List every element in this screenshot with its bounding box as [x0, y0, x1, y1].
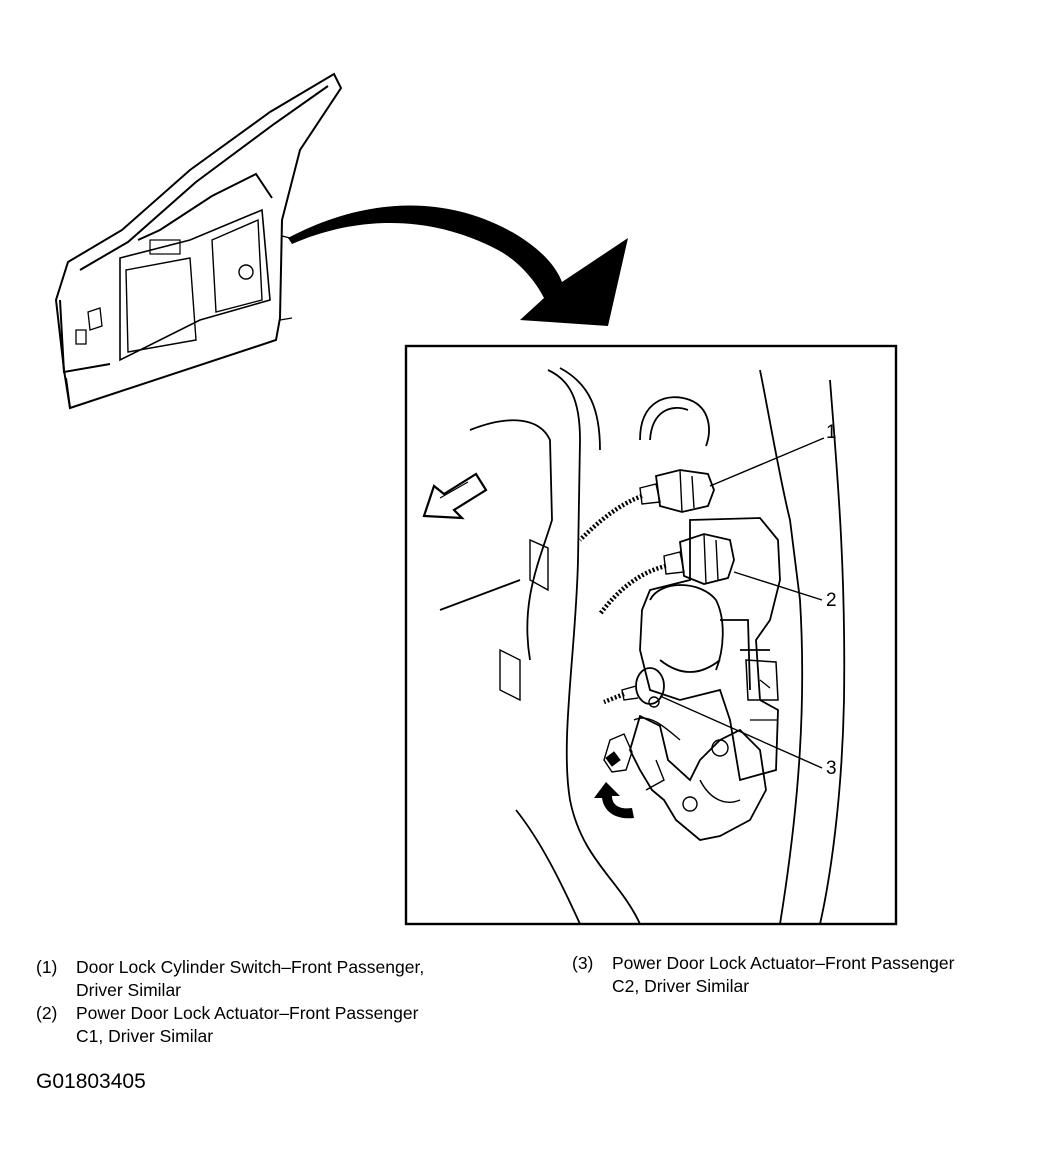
legend-number: (2) [36, 1003, 58, 1023]
legend-number: (1) [36, 957, 58, 977]
legend-text-line1: Power Door Lock Actuator–Front Passenger [76, 1003, 419, 1023]
legend-text-line1: Door Lock Cylinder Switch–Front Passenge… [76, 957, 425, 977]
legend-text-line1: Power Door Lock Actuator–Front Passenger [612, 953, 955, 973]
diagram-figure: 1 2 3 [54, 72, 898, 926]
figure-id: G01803405 [36, 1070, 146, 1093]
detail-illustration [439, 367, 846, 925]
legend-text-line2: C1, Driver Similar [76, 1026, 214, 1046]
legend-text-line2: C2, Driver Similar [612, 976, 750, 996]
callout-1: 1 [826, 422, 837, 443]
callout-3: 3 [826, 758, 837, 779]
rotation-arrow-icon [594, 782, 634, 819]
curved-arrow-icon [288, 205, 628, 326]
callout-2: 2 [826, 590, 837, 611]
legend-number: (3) [572, 953, 594, 973]
legend-text-line2: Driver Similar [76, 980, 181, 1000]
direction-arrow-icon [422, 472, 488, 520]
